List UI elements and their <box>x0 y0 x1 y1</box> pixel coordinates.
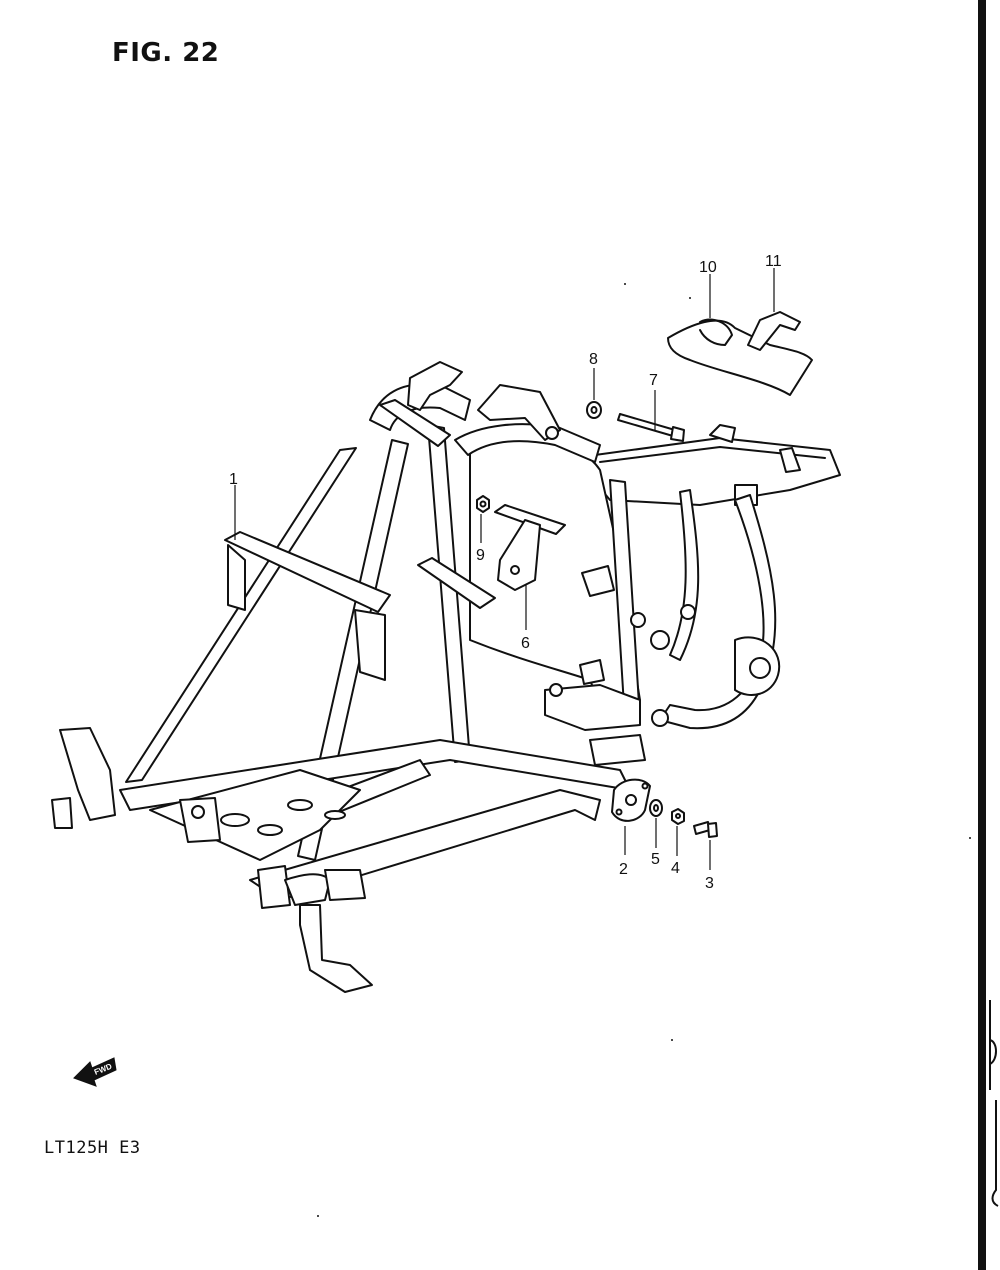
model-code: LT125H E3 <box>44 1138 141 1158</box>
callout-8: 8 <box>589 351 598 368</box>
callout-10: 10 <box>699 259 717 276</box>
part-4-nut <box>671 808 685 825</box>
figure-title: FIG. 22 <box>112 38 220 68</box>
callout-3: 3 <box>705 875 714 892</box>
callout-11: 11 <box>765 253 782 270</box>
part-7-bolt <box>617 413 685 442</box>
callout-5: 5 <box>651 851 660 868</box>
page-edge-bar <box>978 0 986 1270</box>
scan-specks <box>317 283 971 1217</box>
callout-9: 9 <box>476 547 485 564</box>
part-6-mount-bracket <box>494 504 566 591</box>
leader-lines <box>234 268 775 870</box>
callout-7: 7 <box>649 372 658 389</box>
part-3-bolt <box>693 821 718 838</box>
forward-arrow-icon <box>73 1057 117 1087</box>
callout-labels: 1 2 3 4 5 6 7 8 9 10 11 <box>229 253 782 892</box>
part-9-nut <box>476 495 490 513</box>
part-8-washer <box>586 401 602 419</box>
callout-2: 2 <box>619 861 628 878</box>
part-10-cover <box>667 318 813 396</box>
callout-6: 6 <box>521 635 530 652</box>
fwd-badge: FWD <box>73 1057 117 1087</box>
callout-1: 1 <box>229 471 238 488</box>
part-11-clip <box>747 311 801 351</box>
adjacent-page-fragment <box>989 1000 999 1207</box>
part-2-plate <box>611 778 651 822</box>
callout-4: 4 <box>671 860 680 877</box>
main-frame-drawing <box>51 361 841 993</box>
part-5-washer <box>649 799 663 817</box>
